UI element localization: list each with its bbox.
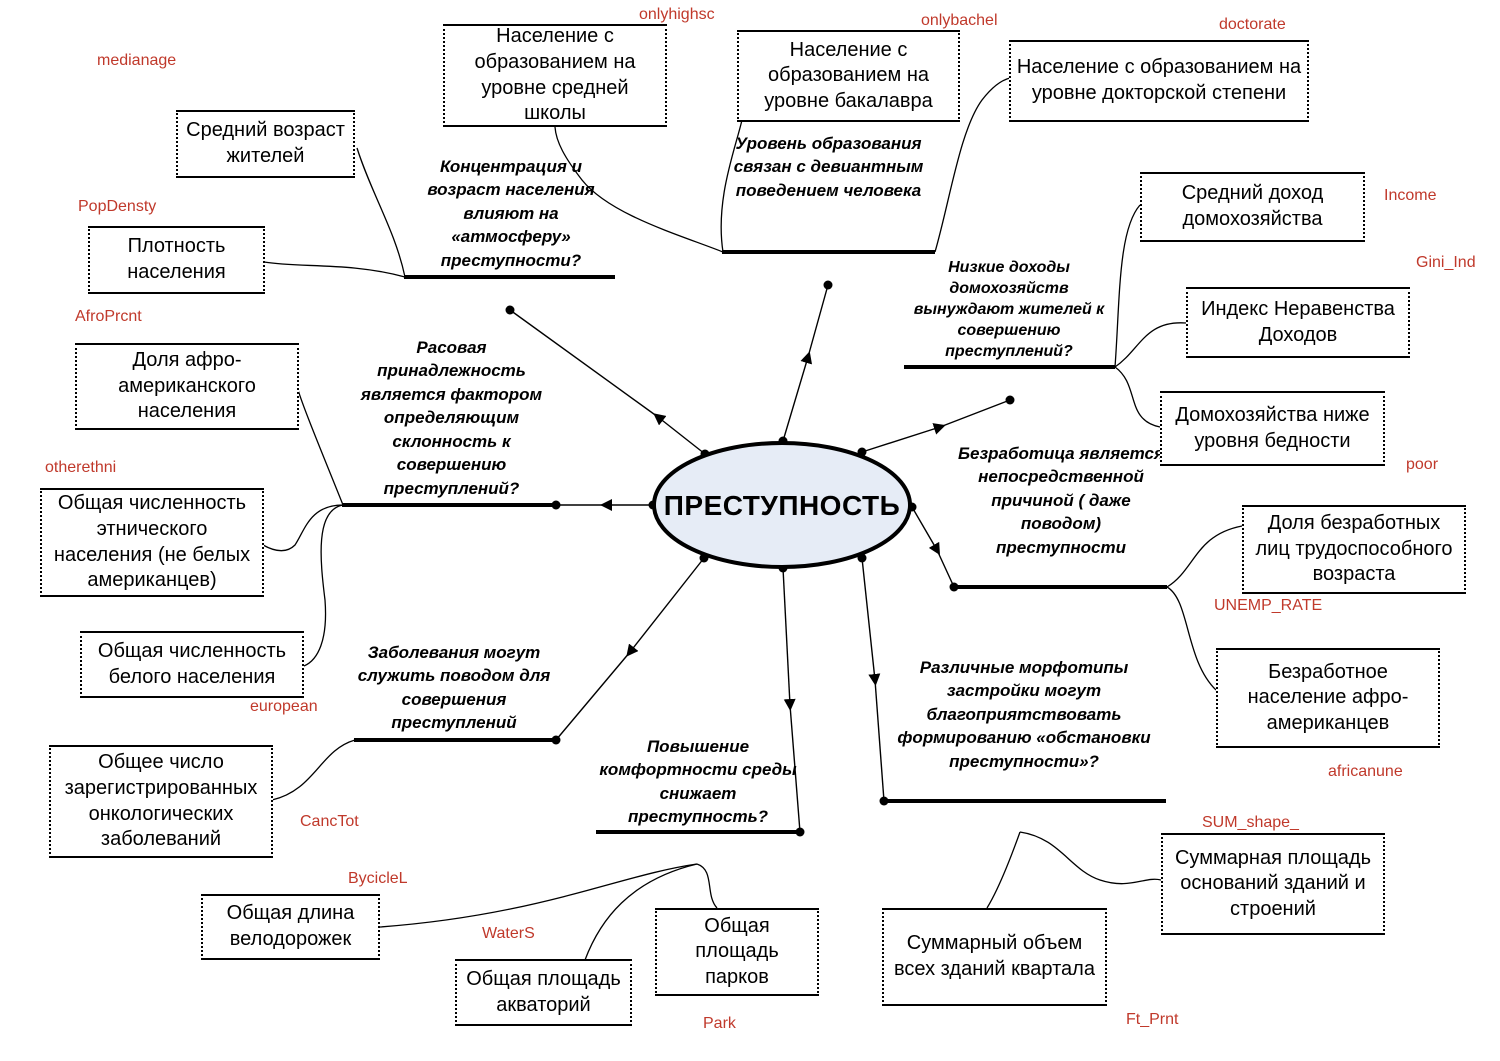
var-gini-ind: Gini_Ind: [1416, 254, 1476, 271]
factor-income: Средний доход домохозяйства: [1140, 172, 1365, 242]
question-comfort: Повышение комфортности среды снижает пре…: [599, 737, 797, 827]
var-poor: poor: [1406, 456, 1439, 473]
factor-parks: Общая площадь парков: [655, 908, 819, 996]
factor-pop-density: Плотность населения: [88, 226, 265, 294]
factor-volume: Суммарный объем всех зданий квартала: [882, 908, 1107, 1006]
factor-median-age: Средний возраст жителей: [176, 110, 355, 178]
connector-unemp-rate: [1166, 525, 1243, 588]
connector-afro-unemp: [1166, 586, 1217, 691]
question-unemployment: Безработица является непосредственной пр…: [957, 444, 1165, 557]
connector-curves: [262, 77, 1243, 961]
spokes: [509, 284, 1011, 833]
connector-income: [1114, 204, 1141, 368]
factor-afro-unemp: Безработное население афро-американцев: [1216, 648, 1440, 748]
factor-doctorate: Население с образованием на уровне докто…: [1009, 40, 1309, 122]
var-doctorate: doctorate: [1219, 16, 1286, 33]
factor-footprint: Суммарная площадь оснований зданий и стр…: [1161, 833, 1385, 935]
var-sum-shape: SUM_shape_: [1202, 814, 1299, 831]
connector-poverty: [1114, 366, 1161, 428]
connector-water: [584, 863, 698, 961]
factor-other-ethnic: Общая численность этнического населения …: [40, 488, 264, 597]
factor-high-school: Население с образованием на уровне средн…: [443, 24, 667, 127]
var-european: european: [250, 698, 318, 715]
var-africanune: africanune: [1328, 763, 1403, 780]
var-waters: WaterS: [482, 925, 535, 942]
factor-bachelor: Население с образованием на уровне бакал…: [737, 30, 960, 122]
connector-bachelor: [720, 119, 743, 253]
factor-gini: Индекс Неравенства Доходов: [1186, 287, 1410, 358]
connector-bicycle: [379, 863, 698, 928]
var-canctot: CancTot: [300, 813, 359, 830]
var-unemp-rate: UNEMP_RATE: [1214, 597, 1323, 614]
factor-afro: Доля афро-американского населения: [75, 343, 299, 430]
connector-pop-density: [263, 261, 406, 278]
var-otherethni: otherethni: [45, 459, 117, 476]
connector-high-school: [554, 126, 724, 253]
question-morphotypes: Различные морфотипы застройки могут благ…: [897, 658, 1151, 771]
connector-other-ethnic: [262, 504, 344, 552]
connector-parks: [696, 863, 718, 909]
question-underlines: [342, 250, 1167, 834]
var-ft-prnt: Ft_Prnt: [1126, 1011, 1179, 1028]
var-byciclel: BycicleL: [348, 870, 408, 887]
connector-european: [303, 504, 344, 667]
connector-volume: [986, 831, 1021, 909]
var-afroprcnt: AfroPrcnt: [75, 308, 142, 325]
factor-water: Общая площадь акваторий: [455, 959, 632, 1026]
connector-gini: [1114, 322, 1187, 368]
connector-cancer: [271, 739, 356, 801]
question-concentration: Концентрация и возраст населения влияют …: [427, 157, 595, 270]
center-ellipse: [652, 441, 912, 569]
factor-unemp-rate: Доля безработных лиц трудоспособного воз…: [1242, 505, 1466, 594]
factor-bicycle: Общая длина велодорожек: [201, 894, 380, 960]
factor-european: Общая численность белого населения: [80, 631, 304, 698]
factor-poverty: Домохозяйства ниже уровня бедности: [1160, 391, 1385, 466]
factor-cancer: Общее число зарегистрированных онкологич…: [49, 745, 273, 858]
question-education: Уровень образования связан с девиантным …: [733, 134, 924, 200]
connector-footprint: [1019, 831, 1162, 885]
var-popdensty: PopDensty: [78, 198, 157, 215]
question-income: Низкие доходы домохозяйств вынуждают жит…: [913, 259, 1105, 361]
var-medianage: medianage: [97, 52, 177, 69]
connector-median-age: [356, 147, 406, 278]
connector-doctorate: [934, 77, 1011, 253]
var-park: Park: [703, 1015, 736, 1032]
question-disease: Заболевания могут служить поводом для со…: [357, 643, 551, 733]
var-onlyhighsc: onlyhighsc: [639, 6, 715, 23]
var-onlybachel: onlybachel: [921, 12, 998, 29]
center-title: ПРЕСТУПНОСТЬ: [663, 490, 901, 521]
connector-afro: [296, 385, 344, 506]
question-race: Расовая принадлежность является фактором…: [360, 338, 543, 498]
var-income: Income: [1384, 187, 1437, 204]
